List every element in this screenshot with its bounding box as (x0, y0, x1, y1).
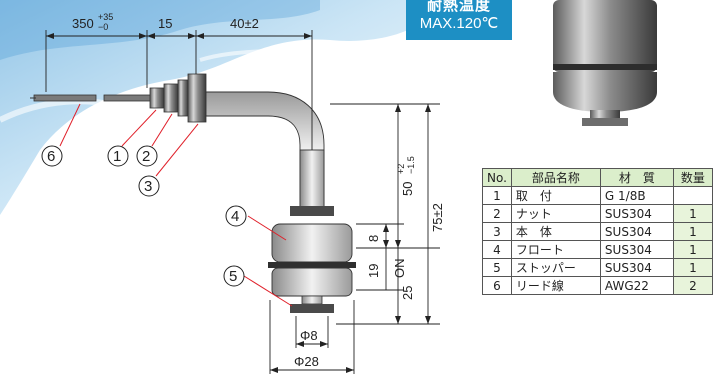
callout-1: 1 (113, 148, 121, 165)
header-material: 材 質 (599, 168, 674, 187)
header-no: No. (482, 168, 512, 187)
dim-drop-tol-plus: +2 (396, 164, 406, 174)
table-row: 3 本 体 SUS304 1 (482, 222, 713, 241)
product-photo (553, 0, 657, 126)
callout-leaders (59, 103, 293, 307)
lead-wire (30, 94, 155, 102)
row-qty (672, 186, 713, 205)
row-part-name: ナット (510, 204, 601, 223)
dim-phi-float: Φ28 (294, 354, 319, 369)
row-part-name: 取 付 (510, 186, 601, 205)
stem-pipe (205, 91, 325, 211)
table-row: 6 リード線 AWG22 2 (482, 276, 713, 295)
row-material: AWG22 (599, 276, 674, 295)
table-row: 5 ストッパー SUS304 1 (482, 258, 713, 277)
row-no: 1 (482, 186, 512, 205)
dim-float-gap: 8 (366, 235, 381, 242)
float (268, 223, 356, 297)
row-material: SUS304 (599, 204, 674, 223)
parts-table-header: No. 部品名称 材 質 数量 (482, 168, 713, 187)
dim-fitting: 15 (158, 16, 172, 31)
badge-title: 耐熱温度 (426, 0, 491, 14)
row-no: 2 (482, 204, 512, 223)
row-qty: 1 (672, 258, 713, 277)
dim-lower: 25 (400, 286, 415, 300)
callout-2: 2 (142, 148, 150, 165)
header-part-name: 部品名称 (510, 168, 601, 187)
dim-float-height: 19 (366, 264, 381, 278)
dim-cable-tol-minus: −0 (98, 22, 108, 32)
row-part-name: リード線 (510, 276, 601, 295)
row-no: 3 (482, 222, 512, 241)
dim-phi-stem: Φ8 (300, 328, 318, 343)
row-no: 6 (482, 276, 512, 295)
row-material: SUS304 (599, 240, 674, 259)
badge-max-temp: MAX.120℃ (419, 15, 499, 32)
row-qty: 1 (672, 240, 713, 259)
row-qty: 1 (672, 204, 713, 223)
dim-arm: 40±2 (230, 16, 259, 31)
callout-circles (41, 145, 247, 287)
row-material: SUS304 (599, 258, 674, 277)
row-part-name: ストッパー (510, 258, 601, 277)
row-no: 4 (482, 240, 512, 259)
callout-3: 3 (144, 178, 152, 195)
water-splash-background (0, 0, 440, 215)
upper-stopper (290, 206, 334, 216)
header-qty: 数量 (672, 168, 713, 187)
table-row: 2 ナット SUS304 1 (482, 204, 713, 223)
lower-stopper (290, 295, 334, 313)
dimension-arrows (46, 33, 431, 373)
callout-4: 4 (231, 208, 239, 225)
row-no: 5 (482, 258, 512, 277)
row-qty: 1 (672, 222, 713, 241)
table-row: 1 取 付 G 1/8B (482, 186, 713, 205)
table-row: 4 フロート SUS304 1 (482, 240, 713, 259)
row-material: SUS304 (599, 222, 674, 241)
parts-table: No. 部品名称 材 質 数量 1 取 付 G 1/8B 2 ナット SUS30… (482, 168, 713, 295)
row-part-name: 本 体 (510, 222, 601, 241)
row-material: G 1/8B (599, 186, 674, 205)
dim-cable-length: 350 (72, 16, 94, 31)
heat-resistance-badge: 耐熱温度 MAX.120℃ (406, 0, 512, 40)
callout-5: 5 (229, 268, 237, 285)
dim-total: 75±2 (430, 203, 445, 232)
row-qty: 2 (672, 276, 713, 295)
dim-on-label: ON (392, 259, 407, 279)
dim-drop: 50 (400, 182, 415, 196)
dim-drop-tol-minus: −1.5 (406, 156, 416, 174)
callout-6: 6 (47, 148, 55, 165)
row-part-name: フロート (510, 240, 601, 259)
fitting-assembly (149, 73, 207, 123)
dim-cable-tol-plus: +35 (98, 12, 113, 22)
